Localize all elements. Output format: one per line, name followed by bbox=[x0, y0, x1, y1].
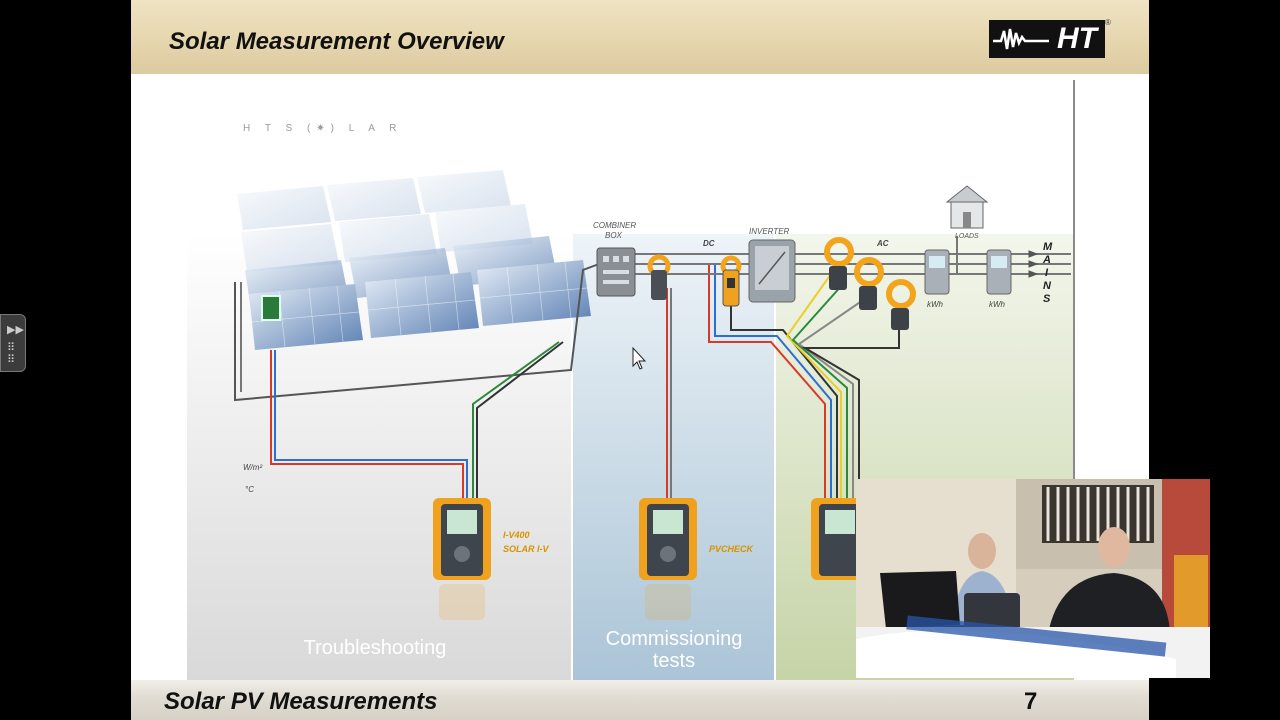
iv400-label-2: SOLAR I-V bbox=[503, 544, 549, 554]
fast-forward-icon: ▶▶ bbox=[7, 324, 24, 336]
dc-clamp-1 bbox=[647, 254, 671, 300]
waveform-logo-icon bbox=[993, 28, 1049, 50]
troubleshooting-label: Troubleshooting bbox=[304, 637, 447, 659]
pv-array bbox=[245, 236, 591, 350]
slide-divider bbox=[1073, 80, 1075, 480]
combiner-box-label-1: COMBINER bbox=[593, 221, 636, 230]
pvcheck-instrument bbox=[639, 498, 697, 620]
iv400-instrument bbox=[433, 498, 491, 620]
ac-clamp-2 bbox=[854, 257, 884, 310]
commissioning-band bbox=[573, 234, 774, 680]
loads-label: LOADS bbox=[955, 233, 979, 240]
mains-letter-a: A bbox=[1042, 254, 1051, 266]
irradiance-sensor bbox=[261, 295, 281, 321]
kwh-label-2: kWh bbox=[989, 300, 1006, 309]
slide-footer: Solar PV Measurements 7 bbox=[131, 680, 1149, 720]
iv400-label-1: I-V400 bbox=[503, 530, 530, 540]
webcam-overlay bbox=[856, 479, 1210, 678]
monitoring-instrument bbox=[811, 498, 869, 580]
ac-clamp-3 bbox=[886, 279, 916, 330]
irradiance-label: W/m² bbox=[243, 463, 262, 472]
ht-solar-brand: H T S (✷) L A R bbox=[243, 123, 402, 134]
pv-array-faded bbox=[237, 170, 533, 272]
dc-label: DC bbox=[703, 239, 715, 248]
temperature-label: °C bbox=[245, 485, 254, 494]
combiner-box-label-2: BOX bbox=[605, 231, 623, 240]
mains-letter-i: I bbox=[1045, 267, 1049, 279]
grid-dots-icon-2: ⠿ bbox=[7, 354, 16, 366]
ac-clamp-1 bbox=[824, 237, 854, 290]
slide-header: Solar Measurement Overview HT ® bbox=[131, 0, 1149, 74]
mains-letter-s: S bbox=[1043, 293, 1051, 305]
pv-measurement-diagram: H T S (✷) L A R bbox=[187, 123, 1074, 680]
pvcheck-label: PVCHECK bbox=[709, 544, 755, 554]
commissioning-label-1: Commissioning bbox=[606, 628, 743, 650]
media-control-handle[interactable]: ▶▶ ⠿ ⠿ bbox=[0, 314, 26, 372]
wiring bbox=[234, 236, 1071, 498]
logo-text: HT bbox=[1057, 22, 1097, 55]
dc-clamp-2 bbox=[720, 255, 742, 307]
kwh-label-1: kWh bbox=[927, 300, 944, 309]
presentation-slide: Solar Measurement Overview HT ® bbox=[131, 0, 1149, 720]
ht-logo: HT bbox=[989, 20, 1105, 58]
page-number: 7 bbox=[1024, 688, 1038, 715]
ac-label: AC bbox=[876, 239, 889, 248]
mouse-cursor-icon bbox=[632, 346, 647, 370]
grid-dots-icon: ⠿ bbox=[7, 342, 16, 354]
mains-letter-n: N bbox=[1043, 280, 1052, 292]
logo-registered-mark: ® bbox=[1105, 18, 1111, 27]
slide-title: Solar Measurement Overview bbox=[169, 28, 504, 55]
house-icon bbox=[945, 185, 989, 229]
footer-title: Solar PV Measurements bbox=[164, 688, 438, 715]
inverter-label: INVERTER bbox=[749, 227, 790, 236]
mains-letter-m: M bbox=[1043, 241, 1053, 253]
commissioning-label-2: tests bbox=[653, 650, 695, 672]
